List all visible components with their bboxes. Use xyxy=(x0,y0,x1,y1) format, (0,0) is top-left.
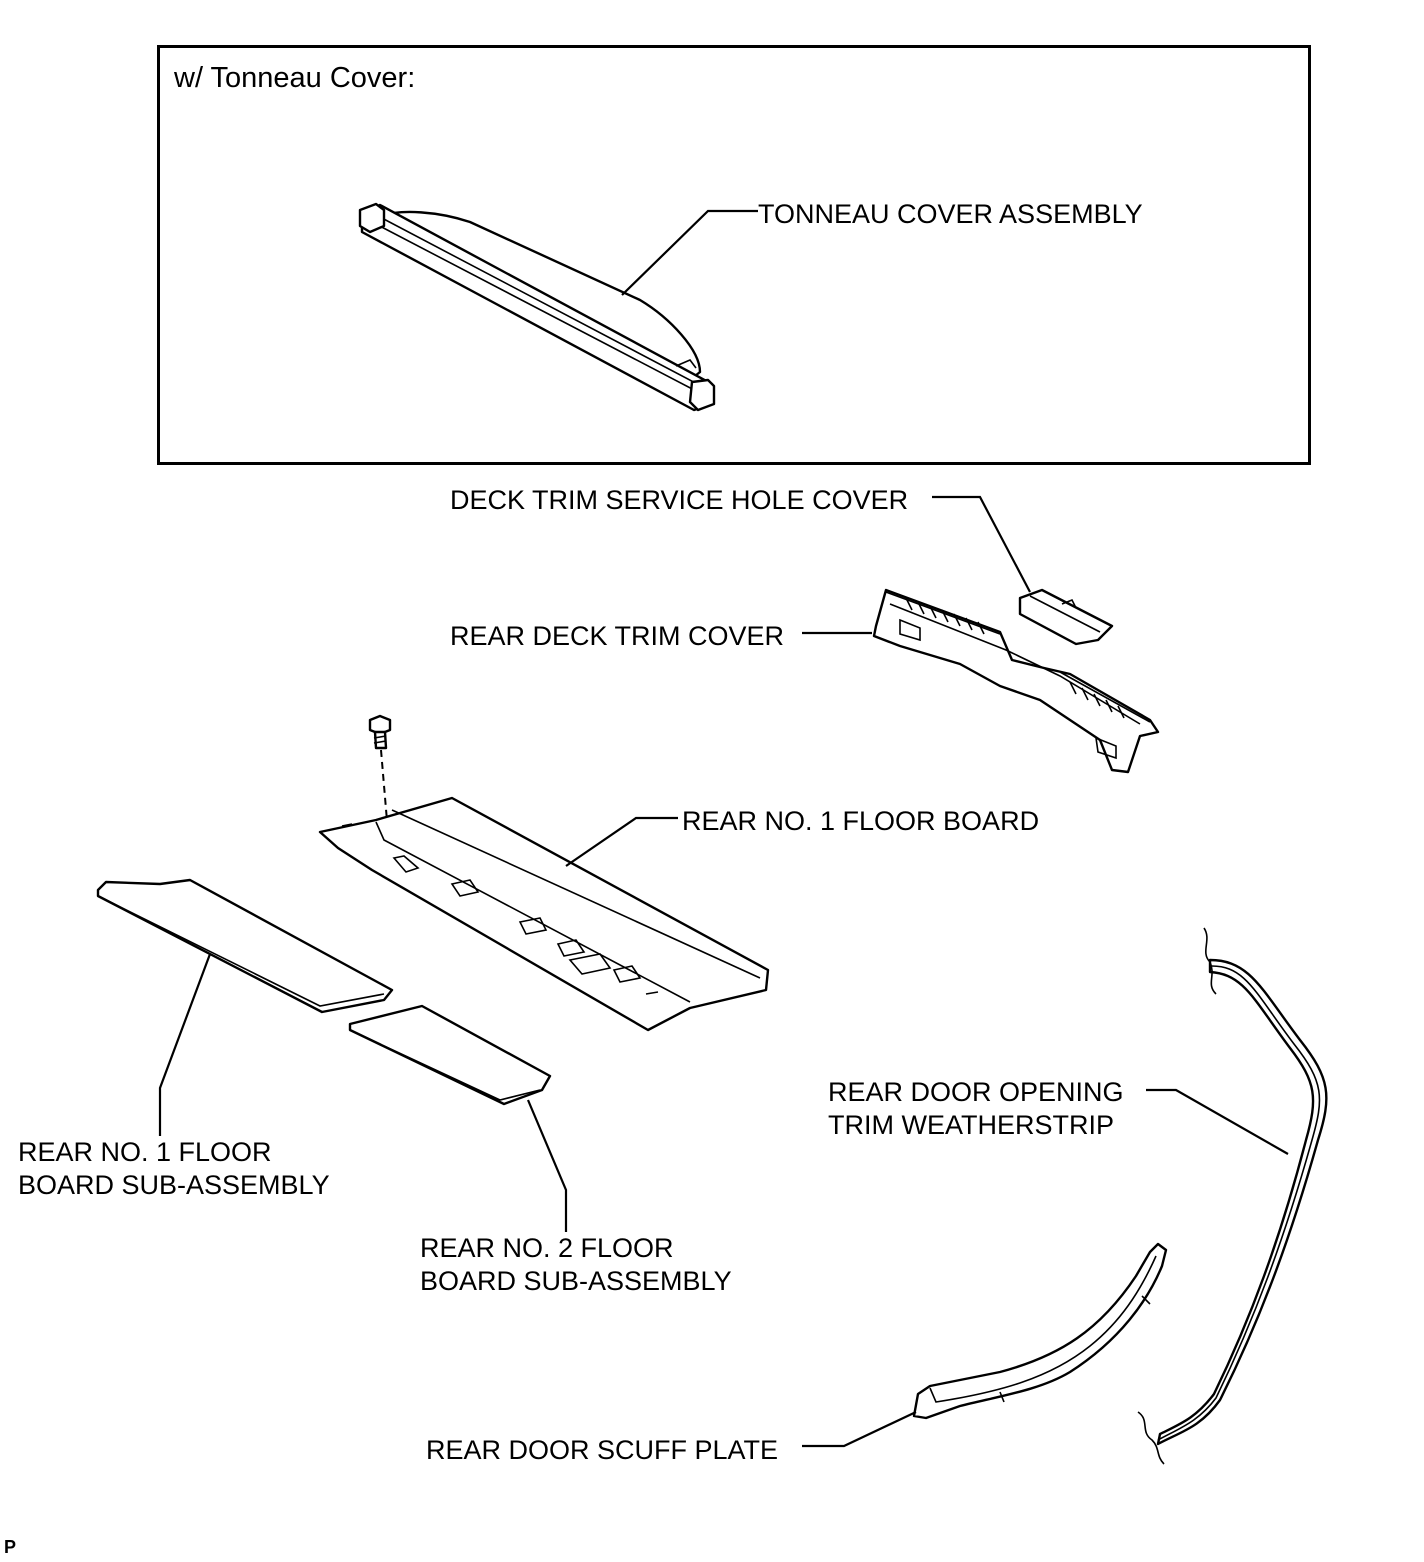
tonneau-cover-inset-frame xyxy=(157,45,1311,465)
rear-no2-floor-board-sub-assembly-label-line1: REAR NO. 2 FLOOR xyxy=(420,1233,674,1263)
rear-no1-floor-board-leader xyxy=(565,816,678,867)
rear-no1-floor-board-sub-assembly-leader xyxy=(158,953,212,1136)
rear-no1-floor-board-sub-assembly-drawing xyxy=(96,878,394,1014)
rear-no1-floor-board-drawing xyxy=(318,796,770,1032)
rear-deck-trim-cover-drawing xyxy=(872,588,1160,774)
deck-trim-service-hole-cover-drawing xyxy=(1018,588,1114,646)
rear-door-opening-trim-weatherstrip-leader xyxy=(1146,1088,1289,1155)
rear-door-scuff-plate-leader xyxy=(802,1411,917,1448)
deck-trim-service-hole-cover-leader xyxy=(932,495,1031,593)
deck-trim-service-hole-cover-label: DECK TRIM SERVICE HOLE COVER xyxy=(450,485,909,515)
tonneau-cover-assembly-drawing xyxy=(358,202,716,412)
rear-door-opening-trim-weatherstrip-label-line1: REAR DOOR OPENING xyxy=(828,1077,1124,1107)
page-mark: P xyxy=(4,1537,17,1557)
rear-deck-trim-cover-label: REAR DECK TRIM COVER xyxy=(450,621,785,651)
rear-door-scuff-plate-drawing xyxy=(912,1242,1168,1420)
rear-no2-floor-board-sub-assembly-leader xyxy=(526,1099,568,1232)
rear-no2-floor-board-sub-assembly-label-line2: BOARD SUB-ASSEMBLY xyxy=(420,1266,732,1296)
tonneau-cover-leader xyxy=(621,209,758,296)
tonneau-cover-assembly-label: TONNEAU COVER ASSEMBLY xyxy=(758,199,1143,229)
rear-no1-floor-board-sub-assembly-label-line1: REAR NO. 1 FLOOR xyxy=(18,1137,272,1167)
rear-door-opening-trim-weatherstrip-drawing xyxy=(1137,927,1328,1465)
rear-no1-floor-board-label: REAR NO. 1 FLOOR BOARD xyxy=(682,806,1040,836)
rear-no1-floor-board-sub-assembly-label-line2: BOARD SUB-ASSEMBLY xyxy=(18,1170,330,1200)
rear-no2-floor-board-sub-assembly-drawing xyxy=(348,1004,552,1106)
rear-door-opening-trim-weatherstrip-label-line2: TRIM WEATHERSTRIP xyxy=(828,1110,1114,1140)
inset-title: w/ Tonneau Cover: xyxy=(174,62,416,94)
rear-door-scuff-plate-label: REAR DOOR SCUFF PLATE xyxy=(426,1435,779,1465)
